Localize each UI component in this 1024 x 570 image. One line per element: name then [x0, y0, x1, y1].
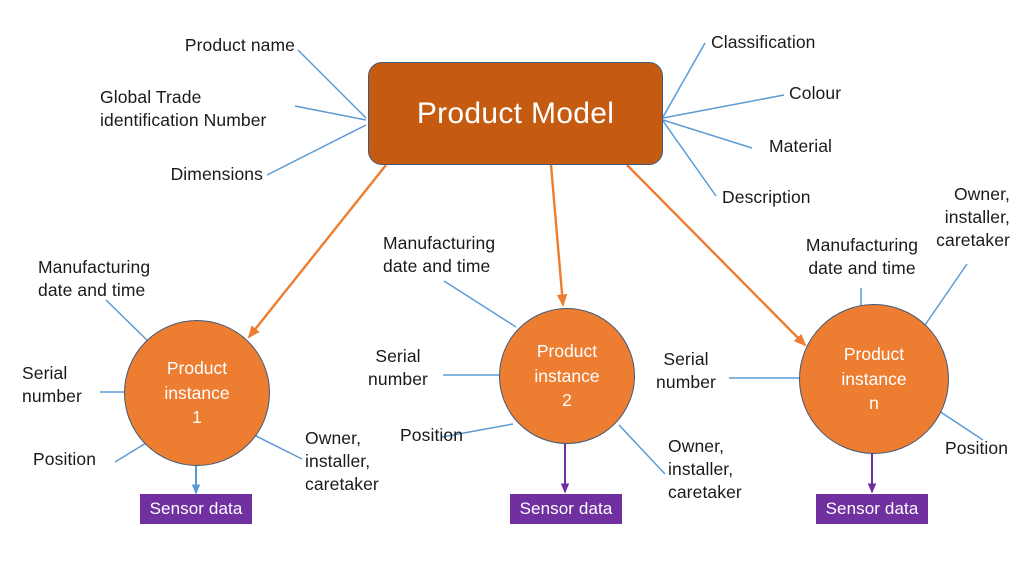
instance-1-attribute-position: Position: [33, 449, 97, 469]
instance-1-attribute-manufacturing: Manufacturing date and time: [38, 257, 151, 301]
product-instance-2-label: Product instance 2: [534, 340, 600, 411]
leader-i1-owner: [251, 433, 303, 460]
product-model-node[interactable]: Product Model: [368, 62, 663, 165]
attribute-material: Material: [769, 136, 833, 156]
instance-2-attribute-owner: Owner, installer, caretaker: [668, 436, 742, 503]
instance-3-attribute-position: Position: [945, 438, 1009, 458]
attribute-dimensions: Dimensions: [170, 164, 263, 184]
instance-1-attribute-owner: Owner, installer, caretaker: [305, 428, 379, 495]
product-instance-2-node[interactable]: Product instance 2: [499, 308, 635, 444]
instance-1-sensor-data-box[interactable]: Sensor data: [140, 494, 252, 524]
instance-2-attribute-position: Position: [400, 425, 464, 445]
instance-2-attribute-serial: Serial number: [368, 346, 428, 390]
edge-model-to-instance-3: [626, 164, 807, 347]
instance-1-sensor-data-label: Sensor data: [149, 499, 243, 518]
leader-description: [662, 120, 717, 197]
instance-2-sensor-data-label: Sensor data: [519, 499, 613, 518]
leader-i1-manufacturing: [105, 299, 152, 345]
model-right-leaders: [662, 42, 785, 197]
instance-3-sensor-data-box[interactable]: Sensor data: [816, 494, 928, 524]
model-instance-edges: [247, 164, 807, 347]
product-instance-1-label: Product instance 1: [164, 357, 230, 428]
attribute-classification: Classification: [711, 32, 816, 52]
attribute-colour: Colour: [789, 83, 842, 103]
leader-i2-manufacturing: [443, 280, 517, 328]
product-model-label: Product Model: [416, 96, 615, 130]
product-instance-3-node[interactable]: Product instance n: [799, 304, 949, 454]
instance-3-attribute-manufacturing: Manufacturing date and time: [805, 235, 919, 279]
instance-3-sensor-data-label: Sensor data: [825, 499, 919, 518]
leader-product-name: [297, 49, 367, 119]
leader-i2-owner: [618, 424, 666, 475]
model-left-leaders: [266, 49, 367, 176]
attribute-product-name: Product name: [184, 35, 295, 55]
leader-i3-owner: [924, 263, 968, 326]
leader-classification: [662, 42, 706, 118]
leader-i2-position: [441, 423, 514, 438]
leader-material: [662, 119, 753, 149]
attribute-gtin: Global Trade identification Number: [100, 87, 267, 131]
leader-gtin: [294, 105, 367, 121]
instance-3-attribute-serial: Serial number: [656, 349, 716, 393]
attribute-description: Description: [722, 187, 811, 207]
leader-colour: [662, 94, 785, 119]
edge-model-to-instance-1: [247, 164, 387, 339]
edge-model-to-instance-2: [549, 164, 568, 307]
instance-1-attribute-serial: Serial number: [22, 363, 82, 407]
product-instance-3-label: Product instance n: [841, 343, 907, 414]
instance-2-leaders: [441, 280, 666, 475]
instance-2-sensor-data-box[interactable]: Sensor data: [510, 494, 622, 524]
product-instance-1-node[interactable]: Product instance 1: [124, 320, 270, 466]
instance-2-attribute-manufacturing: Manufacturing date and time: [383, 233, 496, 277]
instance-3-attribute-owner: Owner, installer, caretaker: [936, 184, 1010, 251]
leader-dimensions: [266, 124, 367, 176]
